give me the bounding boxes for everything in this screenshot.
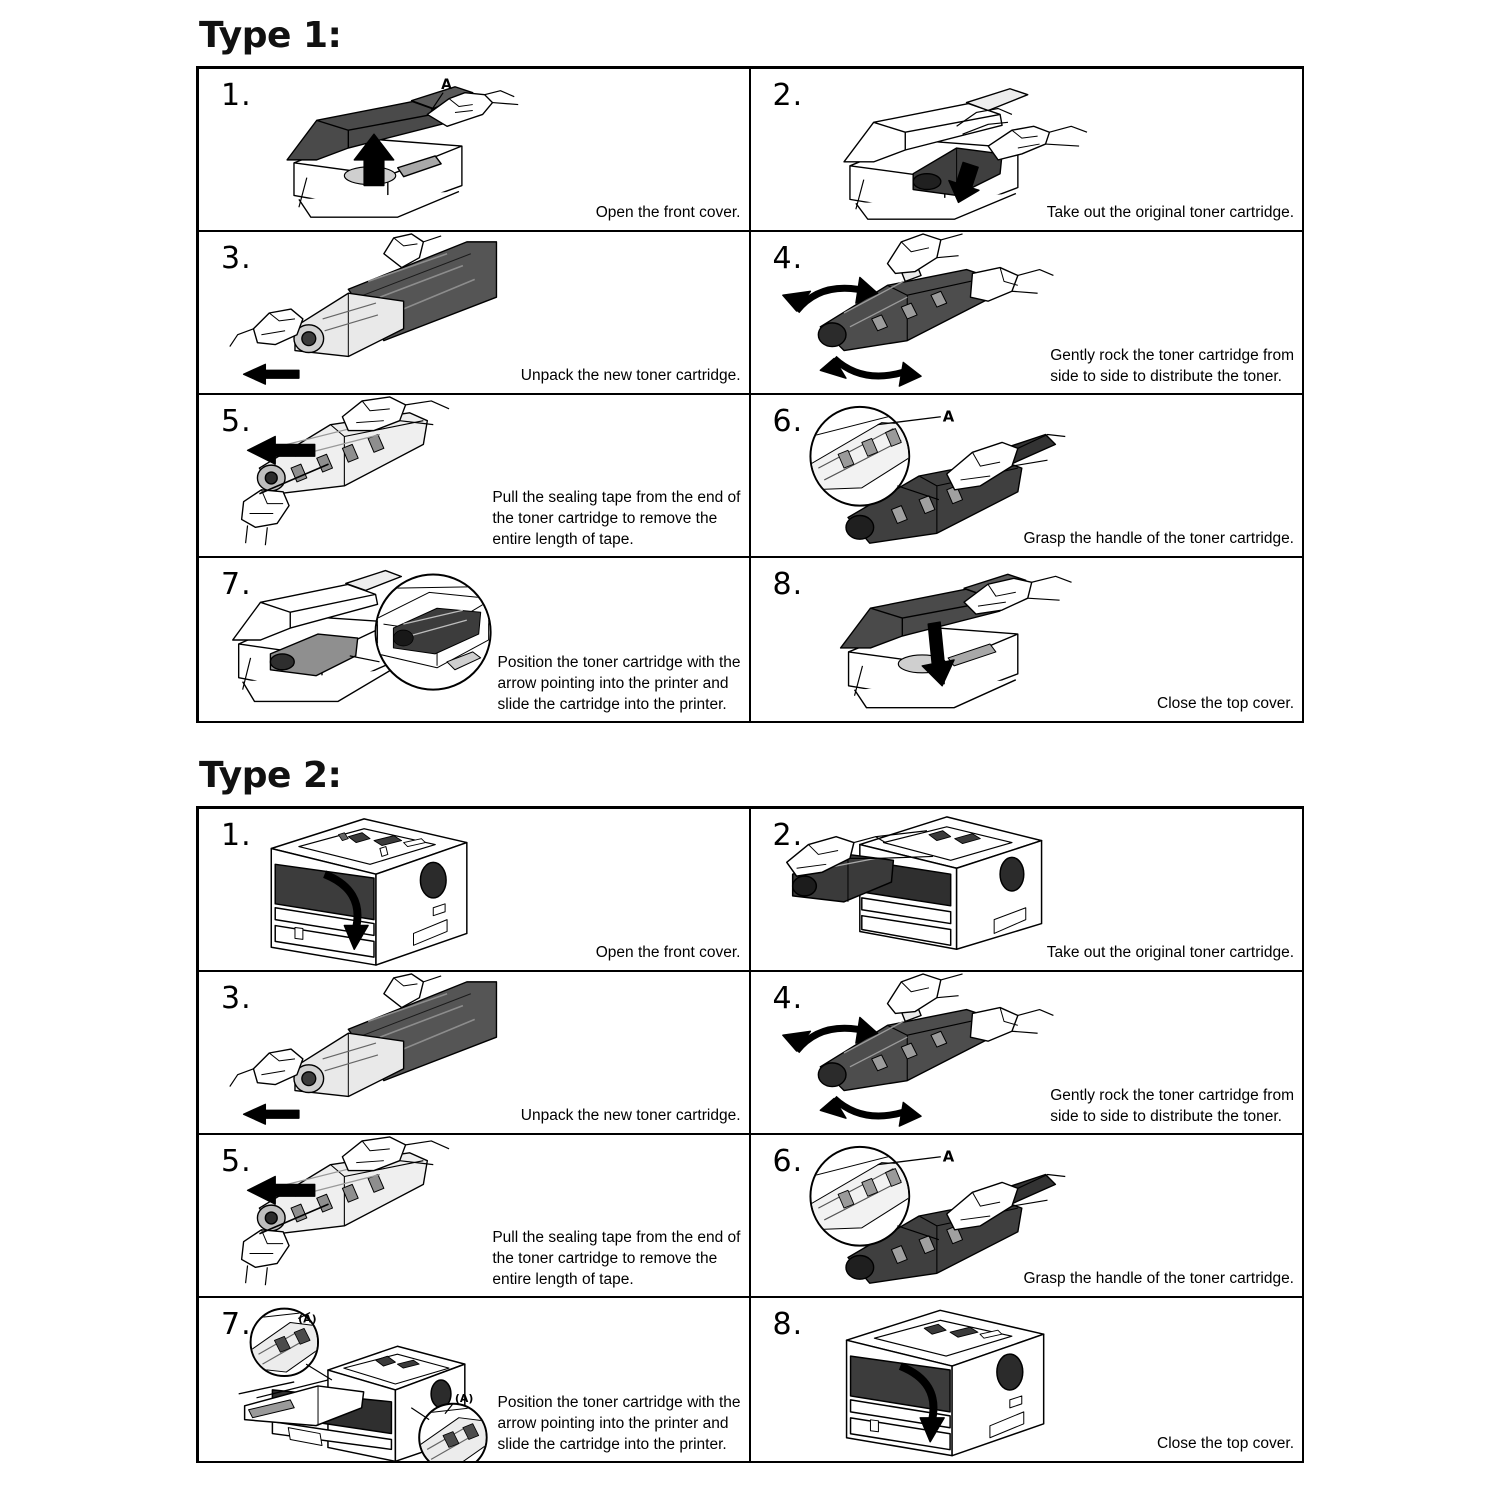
step-panel-5: 5. — [199, 1135, 751, 1298]
step-number: 8. — [772, 1307, 804, 1342]
step-panel-7: 7. — [199, 558, 751, 721]
step-panel-2: 2. — [750, 69, 1302, 232]
step-number: 6. — [772, 404, 804, 439]
step-panel-6: 6. — [750, 1135, 1302, 1298]
step-caption: Position the toner cartridge with the ar… — [497, 1394, 741, 1454]
step-panel-5: 5. — [199, 395, 751, 558]
step-number: 7. — [221, 1307, 252, 1342]
step-grid-type-1: 1. — [196, 66, 1304, 723]
step-caption: Grasp the handle of the toner cartridge. — [1023, 530, 1294, 548]
step-caption: Grasp the handle of the toner cartridge. — [1023, 1270, 1294, 1288]
step-panel-6: 6. — [750, 395, 1302, 558]
step-panel-3: 3. — [199, 232, 751, 395]
step-caption: Close the top cover. — [1157, 1435, 1294, 1453]
step-caption: Pull the sealing tape from the end of th… — [492, 1229, 741, 1289]
step-caption: Position the toner cartridge with the ar… — [497, 654, 741, 714]
step-caption: Unpack the new toner cartridge. — [520, 367, 741, 385]
step-caption: Take out the original toner cartridge. — [1046, 944, 1294, 962]
section-type-2: Type 2: 1. — [196, 758, 1304, 1463]
step-panel-4: 4. — [750, 232, 1302, 395]
step-panel-2: 2. — [750, 809, 1302, 972]
step-grid-type-2: 1. — [196, 806, 1304, 1463]
step-caption: Open the front cover. — [595, 944, 741, 962]
step-caption: Open the front cover. — [595, 204, 741, 222]
step-number: 4. — [772, 241, 804, 276]
step-panel-4: 4. — [750, 972, 1302, 1135]
step-caption: Pull the sealing tape from the end of th… — [492, 489, 741, 549]
step-number: 1. — [221, 78, 252, 113]
step-number: 3. — [221, 981, 252, 1016]
step-panel-7: 7. — [199, 1298, 751, 1461]
step-number: 7. — [221, 567, 252, 602]
step-number: 2. — [772, 78, 804, 113]
callout-label-a: A — [441, 77, 452, 93]
step-panel-1: 1. — [199, 809, 751, 972]
step-caption: Close the top cover. — [1157, 695, 1294, 713]
step-number: 1. — [221, 818, 252, 853]
step-caption: Gently rock the toner cartridge from sid… — [1050, 347, 1294, 386]
section-title-type-2: Type 2: — [199, 755, 342, 796]
step-number: 4. — [772, 981, 804, 1016]
step-caption: Gently rock the toner cartridge from sid… — [1050, 1087, 1294, 1126]
callout-label-a: A — [942, 1149, 954, 1166]
step-number: 8. — [772, 567, 804, 602]
step-number: 5. — [221, 404, 252, 439]
step-panel-1: 1. — [199, 69, 751, 232]
step-number: 2. — [772, 818, 804, 853]
section-title-type-1: Type 1: — [199, 15, 342, 56]
step-panel-3: 3. — [199, 972, 751, 1135]
section-type-1: Type 1: 1. — [196, 18, 1304, 723]
step-panel-8: 8. — [750, 558, 1302, 721]
callout-label-a-1: (A) — [298, 1312, 316, 1325]
callout-label-a: A — [942, 409, 954, 426]
step-panel-8: 8. — [750, 1298, 1302, 1461]
step-caption: Take out the original toner cartridge. — [1046, 204, 1294, 222]
step-caption: Unpack the new toner cartridge. — [520, 1107, 741, 1125]
callout-label-a-2: (A) — [455, 1392, 473, 1405]
step-number: 3. — [221, 241, 252, 276]
step-number: 6. — [772, 1144, 804, 1179]
step-number: 5. — [221, 1144, 252, 1179]
